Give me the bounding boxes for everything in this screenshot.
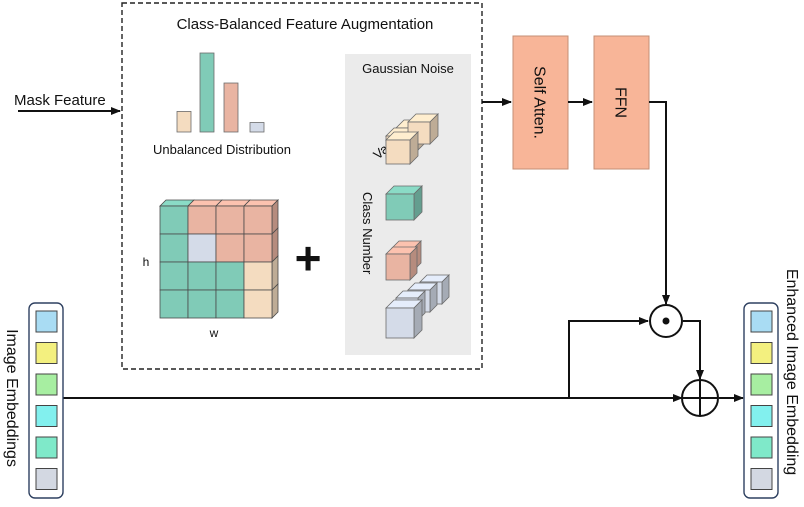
histogram-bar [223, 82, 239, 133]
embedding-cell [35, 310, 58, 333]
embedding-cell [750, 342, 773, 364]
embedding-cell [35, 405, 58, 427]
grid-w-label: w [209, 326, 219, 340]
class-number-cube [385, 185, 423, 221]
plus-symbol: + [295, 232, 322, 284]
product-dot-icon [662, 317, 670, 325]
output-embedding-cells [750, 310, 773, 490]
product-to-sum-path [683, 320, 704, 380]
histogram-bar [176, 111, 192, 133]
input-embedding-cells [35, 310, 58, 490]
noise-cubes [385, 113, 450, 339]
grid-cell [243, 233, 273, 263]
embedding-cell [750, 405, 773, 427]
noise-sample-cube [385, 246, 418, 281]
module-title: Class-Balanced Feature Augmentation [177, 16, 434, 33]
embedding-cell [35, 436, 58, 459]
grid-h-label: h [143, 255, 150, 269]
grid-cell [159, 261, 189, 291]
ffn-output-path [649, 101, 670, 305]
class-embedding-cube [385, 299, 423, 339]
embedding-cell [35, 342, 58, 364]
self-attention-label: Self Atten. [531, 66, 548, 139]
enhanced-image-embedding-label: Enhanced Image Embedding [783, 269, 800, 475]
grid-cell [215, 261, 245, 291]
grid-cell [215, 289, 245, 319]
histogram-bar [249, 122, 265, 133]
grid-side-face [271, 283, 279, 319]
feature-grid [159, 199, 279, 319]
embedding-branch-path [568, 317, 649, 398]
grid-cell [187, 205, 217, 235]
grid-cell [159, 233, 189, 263]
grid-cell [187, 261, 217, 291]
embedding-cell [750, 436, 773, 459]
grid-cell [159, 205, 189, 235]
embedding-cell [35, 468, 58, 490]
grid-cell [243, 205, 273, 235]
embedding-cell [750, 310, 773, 333]
self-attention-block[interactable] [512, 35, 569, 170]
embedding-cell [750, 468, 773, 490]
class-number-label: Class Number [360, 192, 375, 275]
ffn-label: FFN [612, 87, 629, 118]
embedding-cell [750, 373, 773, 396]
image-embeddings-label: Image Embeddings [3, 329, 20, 467]
grid-cell [187, 289, 217, 319]
variance-cube [385, 131, 419, 165]
unbalanced-distribution-label: Unbalanced Distribution [153, 142, 291, 157]
augmentation-module-box [121, 2, 483, 370]
grid-cell [243, 289, 273, 319]
grid-cell [243, 261, 273, 291]
grid-cell [159, 289, 189, 319]
unbalanced-histogram [176, 52, 265, 133]
embedding-cell [35, 373, 58, 396]
grid-cell [187, 233, 217, 263]
histogram-bar [199, 52, 215, 133]
grid-cell [215, 205, 245, 235]
mask-feature-label: Mask Feature [14, 92, 106, 109]
grid-cell [215, 233, 245, 263]
gaussian-noise-title: Gaussian Noise [362, 61, 454, 76]
